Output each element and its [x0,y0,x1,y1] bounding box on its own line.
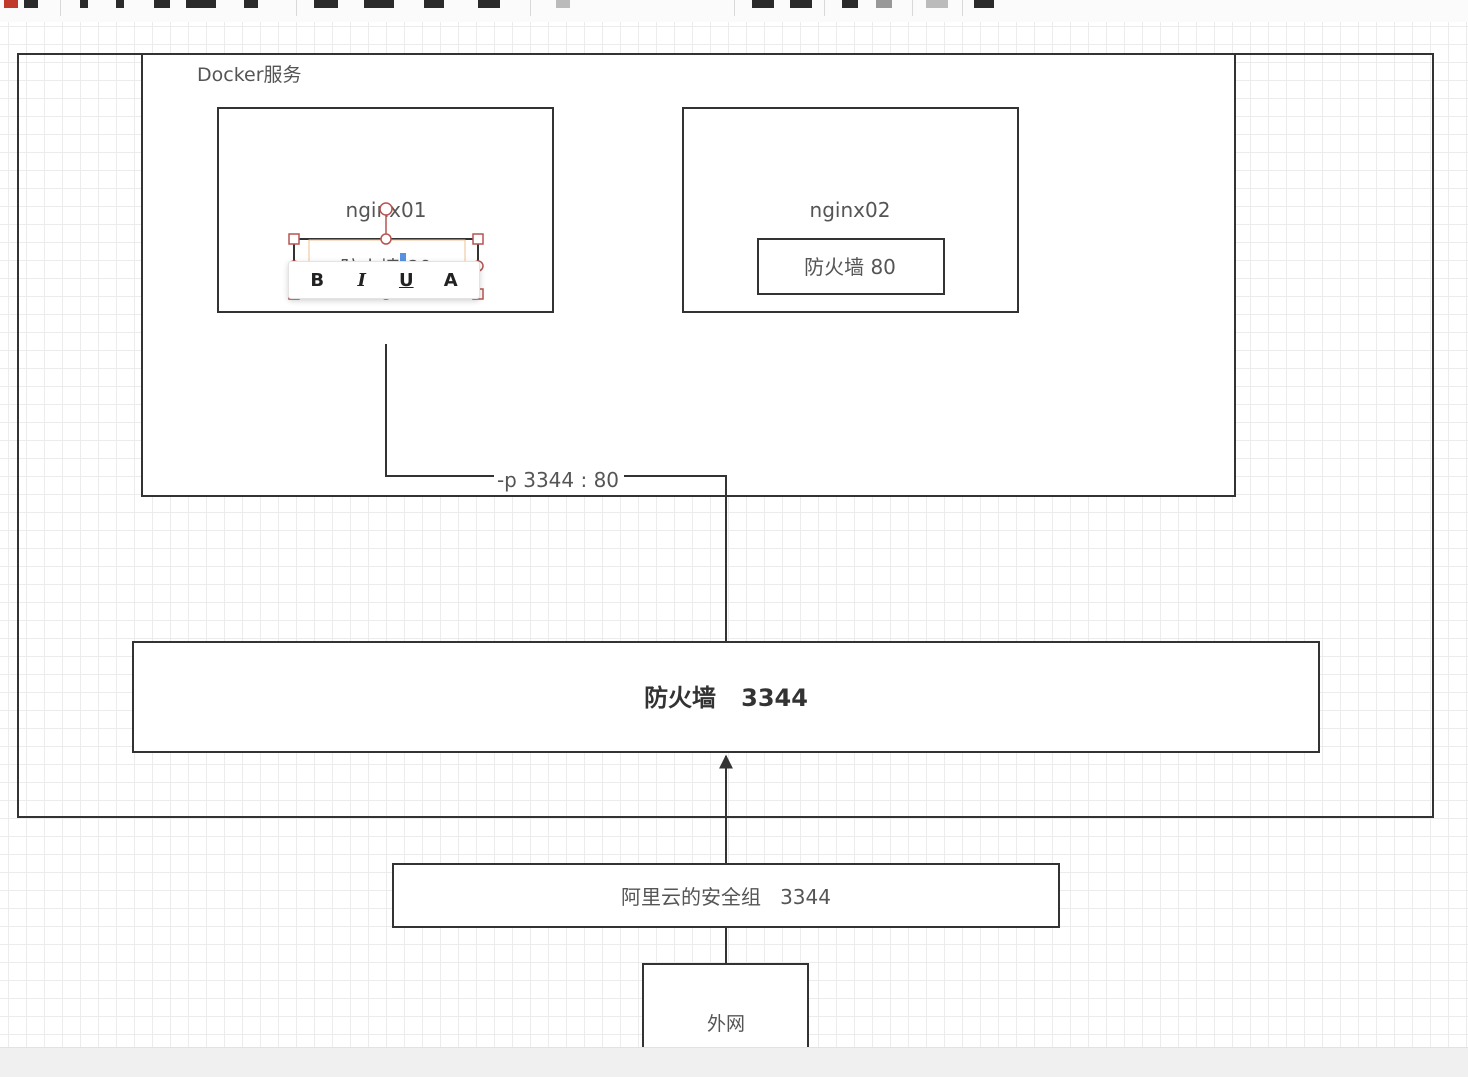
bring-front-icon[interactable] [752,0,774,8]
undo-icon[interactable] [4,0,18,8]
bold-button[interactable]: B [310,269,325,291]
font-size-icon[interactable] [80,0,88,8]
host-firewall-box[interactable] [132,641,1320,753]
port-mapping-label: -p 3344 : 80 [497,468,619,492]
security-group-label: 阿里云的安全组 3344 [621,885,831,909]
host-firewall-label: 防火墙 3344 [644,684,808,712]
line-weight-icon[interactable] [364,0,394,8]
align-right-icon[interactable] [244,0,258,8]
toolbar-separator [530,0,531,16]
format-painter-icon[interactable] [974,0,994,8]
line-style-icon[interactable] [314,0,338,8]
diagram-canvas[interactable]: Docker服务 nginx01 防火墙 80 nginx02 防火墙 80 [0,22,1468,1047]
fill-icon[interactable] [556,0,570,8]
font-size-down-icon[interactable] [116,0,124,8]
resize-handle-top[interactable] [380,233,392,245]
arrow-end-icon[interactable] [478,0,500,8]
italic-button[interactable]: I [357,269,366,291]
main-toolbar [0,0,1468,23]
diagram-svg: Docker服务 nginx01 防火墙 80 nginx02 防火墙 80 [17,53,1434,1047]
toolbar-separator [912,0,913,16]
align-center-icon[interactable] [186,0,216,8]
docker-service-label: Docker服务 [197,64,302,86]
port-mapping-label-bg [494,466,624,492]
arrow-start-icon[interactable] [424,0,444,8]
resize-handle-top-left[interactable] [288,233,300,245]
status-bar [0,1047,1468,1077]
external-network-label: 外网 [707,1013,745,1035]
toolbar-separator [962,0,963,16]
toolbar-separator [824,0,825,16]
toolbar-separator [734,0,735,16]
text-format-toolbar: B I U A [288,261,480,299]
group-icon[interactable] [842,0,858,8]
toolbar-separator [60,0,61,16]
nginx02-firewall-label: 防火墙 80 [804,255,896,279]
toolbar-separator [296,0,297,16]
rotate-handle[interactable] [379,202,393,216]
security-group-box[interactable] [392,863,1060,928]
redo-icon[interactable] [24,0,38,8]
ungroup-icon[interactable] [876,0,892,8]
external-network-box[interactable] [642,963,809,1047]
underline-button[interactable]: U [398,269,414,291]
nginx02-firewall-box[interactable] [757,238,945,295]
align-left-icon[interactable] [154,0,170,8]
resize-handle-top-right[interactable] [472,233,484,245]
lock-icon[interactable] [926,0,948,8]
send-back-icon[interactable] [790,0,812,8]
nginx02-label: nginx02 [810,198,891,222]
font-color-button[interactable]: A [443,269,458,291]
